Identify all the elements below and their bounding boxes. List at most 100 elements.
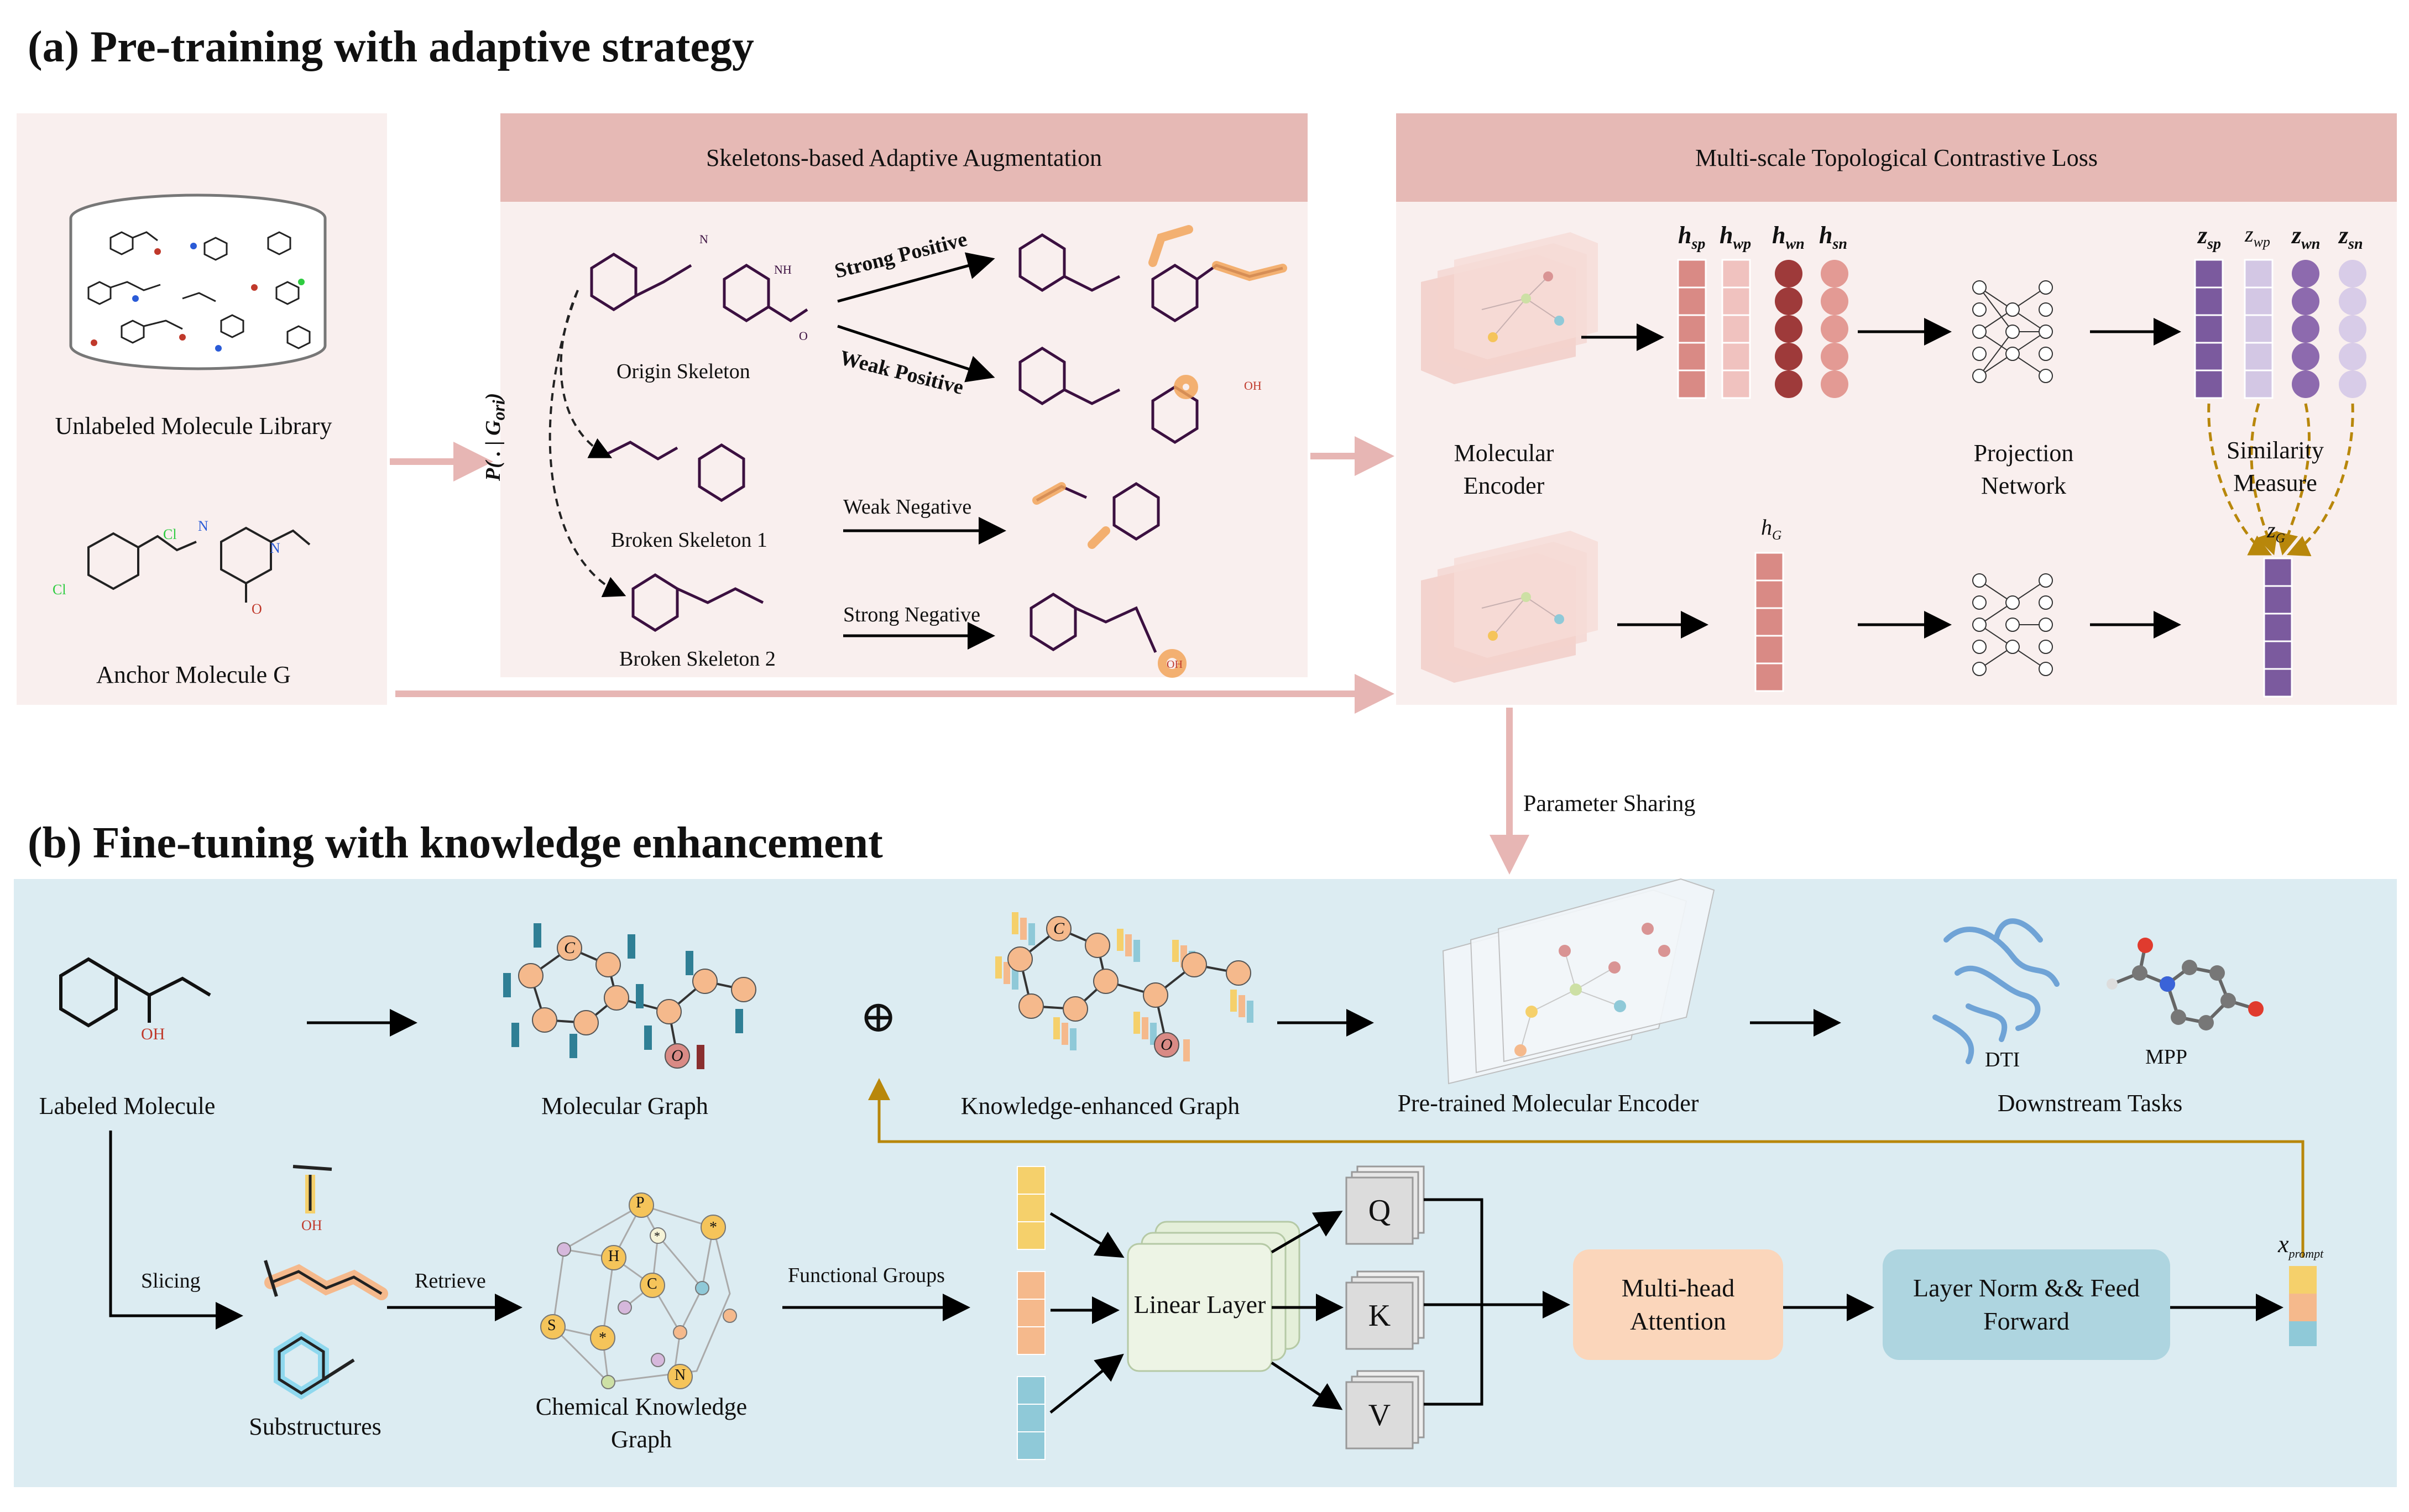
molecular-graph-label: Molecular Graph <box>541 1092 708 1119</box>
broken-skeleton2-ring <box>631 573 679 632</box>
keg-atom-o: O <box>1161 1035 1173 1054</box>
z-sn-letter: z <box>2339 222 2349 249</box>
z-wp-label: zwp <box>2245 221 2270 250</box>
svg-text:NH: NH <box>774 263 792 276</box>
svg-text:O: O <box>799 329 808 343</box>
h-wp-letter: h <box>1720 222 1733 249</box>
substructure-ring <box>274 1331 355 1400</box>
z-g-sub: G <box>2275 531 2285 546</box>
x-prompt-label: xprompt <box>2278 1230 2323 1261</box>
linear-layer-label: Linear Layer <box>1133 1290 1266 1319</box>
origin-skeleton-ring2 <box>723 264 770 322</box>
keg-atom-c: C <box>1053 919 1065 938</box>
z-wp-letter: z <box>2245 222 2254 247</box>
mpp-molecule <box>2107 938 2264 1030</box>
oh-label: OH <box>141 1025 165 1043</box>
prompt-feedback-line <box>868 1078 2305 1258</box>
loss-head: Multi-scale Topological Contrastive Loss <box>1396 113 2397 202</box>
functional-group-bars <box>1017 1166 1046 1460</box>
mg-atom-o: O <box>671 1047 683 1065</box>
h-sn-label: hsn <box>1819 221 1847 253</box>
kg-node-star2: * <box>599 1330 607 1347</box>
mpp-label: MPP <box>2145 1045 2188 1069</box>
projection-network-label: Projection Network <box>1973 440 2074 500</box>
dti-protein <box>1932 918 2060 1064</box>
z-sn-sub: sn <box>2348 235 2363 253</box>
z-wn-sub: wn <box>2301 235 2321 253</box>
zG-vector <box>2263 557 2293 698</box>
kg-node-s: S <box>547 1317 556 1334</box>
broken-skeleton1-ring <box>698 443 745 502</box>
z-wn-letter: z <box>2292 222 2302 249</box>
probability-sub: ori <box>489 400 509 421</box>
downstream-tasks-label: Downstream Tasks <box>1997 1090 2183 1117</box>
probability-close: ) <box>482 393 505 400</box>
z-g-label: zG <box>2267 517 2285 546</box>
h-wp-label: hwp <box>1720 221 1751 253</box>
oplus-symbol: ⊕ <box>860 993 897 1042</box>
kg-node-h: H <box>608 1248 620 1265</box>
molecular-encoder-label: Molecular Encoder <box>1454 440 1554 500</box>
slicing-label: Slicing <box>141 1269 201 1293</box>
h-wn-letter: h <box>1772 222 1786 249</box>
projection-network-bottom <box>1972 573 2053 676</box>
svg-text:N: N <box>699 232 708 246</box>
molecular-graph <box>503 923 756 1069</box>
h-wn-label: hwn <box>1772 221 1805 253</box>
parameter-sharing-label: Parameter Sharing <box>1523 791 1696 817</box>
h-sp-letter: h <box>1678 222 1692 249</box>
anchor-cl1: Cl <box>163 526 177 542</box>
z-sn-label: zsn <box>2339 221 2363 253</box>
substructure-chain <box>264 1260 388 1300</box>
kg-node-star3: * <box>654 1229 660 1243</box>
pretrained-encoder-label: Pre-trained Molecular Encoder <box>1397 1090 1699 1117</box>
multihead-attention-box: Multi-head Attention <box>1573 1249 1783 1360</box>
h-sp-sub: sp <box>1691 235 1706 253</box>
anchor-molecule <box>87 526 311 603</box>
section-a-title: (a) Pre-training with adaptive strategy <box>28 23 754 71</box>
svg-text:OH: OH <box>1167 658 1183 671</box>
knowledge-enhanced-graph-label: Knowledge-enhanced Graph <box>960 1092 1240 1119</box>
h-sp-label: hsp <box>1678 221 1705 253</box>
origin-skeleton-label: Origin Skeleton <box>616 360 750 383</box>
broken-skeleton-1-label: Broken Skeleton 1 <box>611 529 767 552</box>
h-vectors <box>1677 259 1848 399</box>
layernorm-feedforward-box: Layer Norm && Feed Forward <box>1883 1249 2170 1360</box>
pretrained-encoder-stack <box>1442 878 1715 1085</box>
h-g-label: hG <box>1761 514 1781 543</box>
z-wn-label: zwn <box>2292 221 2320 253</box>
z-sp-letter: z <box>2198 222 2208 249</box>
substructures-label: Substructures <box>249 1413 382 1440</box>
kg-node-c: C <box>647 1275 657 1293</box>
strong-negative-label: Strong Negative <box>843 603 981 626</box>
v-label: V <box>1368 1398 1391 1432</box>
anchor-label: Anchor Molecule G <box>96 661 291 688</box>
labeled-molecule-label: Labeled Molecule <box>39 1092 216 1119</box>
functional-groups-label: Functional Groups <box>788 1264 945 1287</box>
h-g-sub: G <box>1772 529 1782 543</box>
kg-node-p: P <box>636 1194 645 1211</box>
svg-text:OH: OH <box>1244 379 1262 393</box>
dti-label: DTI <box>1985 1048 2020 1071</box>
broken-skeleton-2-label: Broken Skeleton 2 <box>619 647 776 671</box>
anchor-o: O <box>252 601 262 617</box>
qkv-boxes <box>1345 1165 1425 1450</box>
substructure-oh-label: OH <box>301 1217 322 1233</box>
linear-layer-stack <box>1127 1221 1300 1372</box>
library-label: Unlabeled Molecule Library <box>55 412 332 440</box>
h-wn-sub: wn <box>1785 235 1805 253</box>
chemical-kg-label: Chemical Knowledge Graph <box>535 1393 748 1453</box>
similarity-measure-label: Similarity Measure <box>2227 437 2324 497</box>
probability-text: P( . | G <box>482 420 505 481</box>
chemical-kg <box>540 1192 737 1389</box>
z-sp-label: zsp <box>2198 221 2221 253</box>
projection-network-top <box>1972 280 2053 383</box>
retrieve-label: Retrieve <box>415 1269 486 1293</box>
encoder-stack-bottom <box>1421 531 1598 683</box>
weak-negative-label: Weak Negative <box>843 495 972 519</box>
x-prompt-letter: x <box>2278 1231 2289 1258</box>
z-sp-sub: sp <box>2207 235 2222 253</box>
z-g-letter: z <box>2267 517 2276 542</box>
x-prompt-sub: prompt <box>2288 1246 2324 1260</box>
